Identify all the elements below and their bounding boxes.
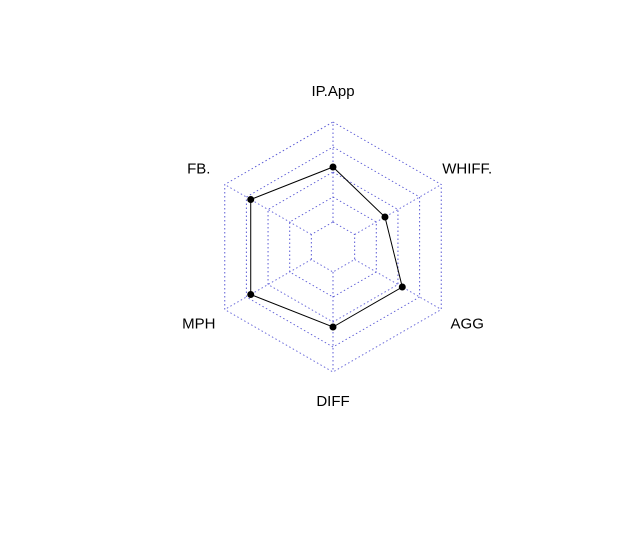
- series-line-1: [250, 166, 403, 328]
- grid-ring-2: [289, 196, 377, 298]
- axis-line-fb: [224, 184, 312, 235]
- axis-label-ip-app: IP.App: [311, 83, 354, 100]
- grid-ring-3: [267, 171, 399, 323]
- axis-label-mph: MPH: [182, 315, 215, 332]
- axis-line-whiff: [354, 184, 442, 235]
- series-point-diff: [329, 323, 337, 331]
- radar-grid: [224, 121, 442, 373]
- series-point-ip-app: [329, 163, 337, 171]
- series-point-fb: [247, 196, 255, 203]
- grid-ring-5: [224, 121, 442, 373]
- grid-ring-1: [310, 221, 356, 273]
- axis-label-whiff: WHIFF.: [442, 160, 492, 177]
- axis-line-mph: [224, 259, 312, 310]
- series-point-whiff: [381, 213, 389, 221]
- axis-line-agg: [354, 259, 442, 310]
- axis-label-diff: DIFF: [316, 393, 349, 410]
- radar-series: [247, 163, 406, 331]
- axis-label-fb: FB.: [187, 160, 210, 177]
- series-point-mph: [247, 291, 255, 298]
- series-point-agg: [398, 283, 406, 291]
- axis-label-agg: AGG: [451, 315, 484, 332]
